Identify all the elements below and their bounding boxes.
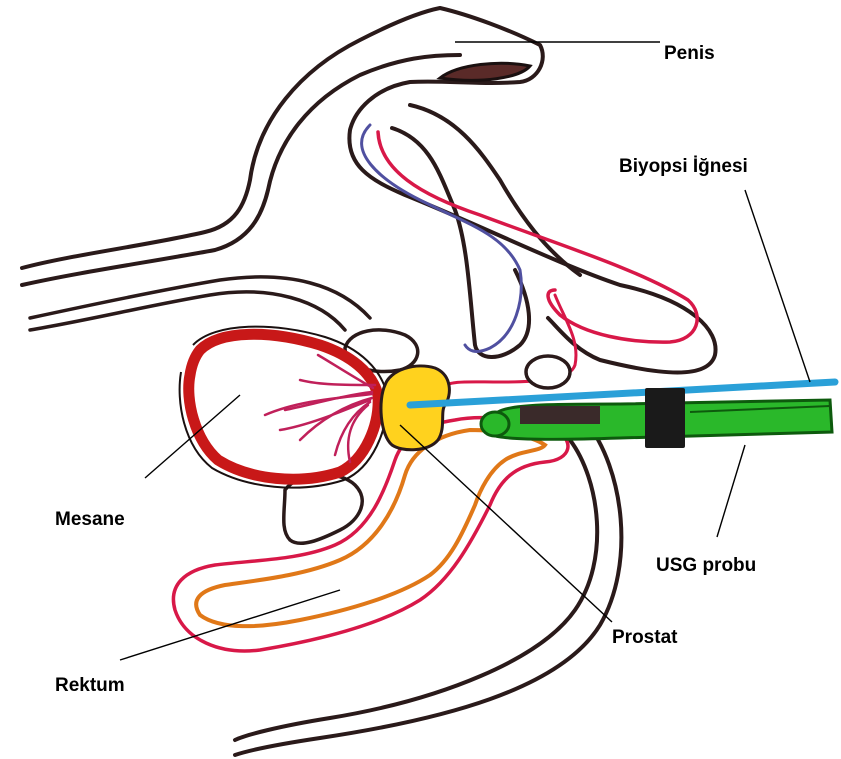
rectum-label: Rektum bbox=[55, 676, 125, 695]
bladder-label: Mesane bbox=[55, 510, 125, 529]
probe-clamp bbox=[645, 388, 685, 448]
usg-probe-label: USG probu bbox=[656, 556, 756, 575]
seminal-vesicle bbox=[526, 356, 570, 388]
prostate-label: Prostat bbox=[612, 628, 677, 647]
bladder bbox=[180, 327, 388, 488]
biopsy-needle-label: Biyopsi İğnesi bbox=[619, 157, 748, 176]
rectum bbox=[173, 418, 568, 651]
penis-label: Penis bbox=[664, 44, 715, 63]
